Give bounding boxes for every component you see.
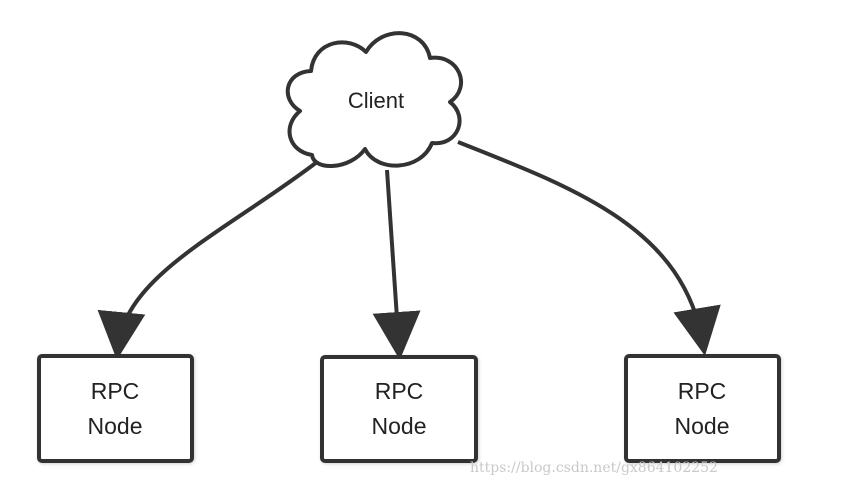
client-label: Client [348, 88, 404, 113]
node-label-line-1: RPC [678, 378, 727, 404]
client-cloud: Client [285, 31, 463, 168]
cloud-icon [285, 31, 463, 168]
watermark-text: https://blog.csdn.net/gx864102252 [470, 460, 718, 476]
edge-client-node-1 [97, 160, 319, 360]
node-label-line-2: Node [675, 413, 730, 439]
connectors [97, 140, 721, 360]
node-label-line-1: RPC [91, 378, 140, 404]
node-box [624, 354, 781, 463]
node-label-line-2: Node [372, 413, 427, 439]
node-label-line-1: RPC [375, 378, 424, 404]
rpc-node-2: RPC Node [320, 355, 478, 463]
node-box [320, 355, 478, 463]
node-label-line-2: Node [88, 413, 143, 439]
edge-client-node-3 [457, 140, 721, 356]
node-box [37, 354, 194, 463]
edge-client-node-2 [372, 169, 421, 360]
rpc-node-1: RPC Node [37, 354, 194, 463]
rpc-node-3: RPC Node [624, 354, 781, 463]
